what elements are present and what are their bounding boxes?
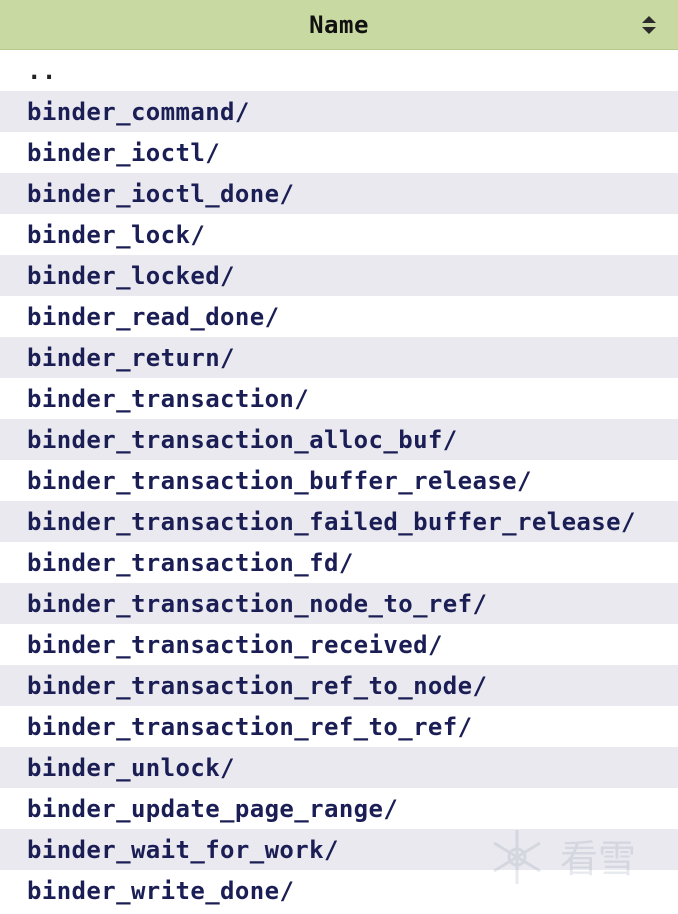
list-item[interactable]: binder_write_done/ — [0, 870, 678, 911]
list-item[interactable]: binder_ioctl/ — [0, 132, 678, 173]
directory-link[interactable]: binder_locked — [27, 261, 221, 290]
list-item-parent[interactable]: .. — [0, 50, 678, 91]
directory-link[interactable]: binder_ioctl — [27, 138, 206, 167]
directory-suffix: / — [294, 384, 309, 413]
directory-link[interactable]: binder_transaction_alloc_buf — [27, 425, 443, 454]
list-item[interactable]: binder_update_page_range/ — [0, 788, 678, 829]
list-item[interactable]: binder_transaction_fd/ — [0, 542, 678, 583]
directory-suffix: / — [472, 671, 487, 700]
directory-link[interactable]: binder_transaction_received — [27, 630, 428, 659]
directory-suffix: / — [279, 179, 294, 208]
list-item[interactable]: binder_ioctl_done/ — [0, 173, 678, 214]
directory-link[interactable]: binder_transaction — [27, 384, 295, 413]
directory-suffix: / — [190, 220, 205, 249]
directory-suffix: / — [338, 548, 354, 577]
directory-link[interactable]: binder_lock — [27, 220, 191, 249]
list-item[interactable]: binder_read_done/ — [0, 296, 678, 337]
name-column-header[interactable]: Name — [0, 0, 678, 50]
directory-suffix: / — [620, 507, 636, 536]
directory-suffix: / — [264, 302, 280, 331]
directory-link[interactable]: binder_return — [27, 343, 221, 372]
directory-link[interactable]: binder_update_page_range — [27, 794, 384, 823]
list-item[interactable]: binder_transaction_ref_to_ref/ — [0, 706, 678, 747]
list-item[interactable]: binder_command/ — [0, 91, 678, 132]
directory-link[interactable]: binder_transaction_ref_to_ref — [27, 712, 458, 741]
directory-link[interactable]: binder_transaction_ref_to_node — [27, 671, 473, 700]
directory-suffix: / — [279, 876, 294, 905]
list-item[interactable]: binder_transaction_ref_to_node/ — [0, 665, 678, 706]
directory-link[interactable]: binder_unlock — [27, 753, 221, 782]
directory-suffix: / — [234, 97, 250, 126]
list-item[interactable]: binder_return/ — [0, 337, 678, 378]
list-item[interactable]: binder_transaction_received/ — [0, 624, 678, 665]
list-item[interactable]: binder_wait_for_work/ — [0, 829, 678, 870]
directory-link[interactable]: binder_transaction_buffer_release — [27, 466, 518, 495]
directory-link[interactable]: binder_write_done — [27, 876, 280, 905]
list-item[interactable]: binder_unlock/ — [0, 747, 678, 788]
name-header-label: Name — [309, 10, 369, 39]
file-list: .. binder_command/binder_ioctl/binder_io… — [0, 50, 678, 911]
list-item[interactable]: binder_transaction_node_to_ref/ — [0, 583, 678, 624]
directory-suffix: / — [442, 425, 458, 454]
directory-suffix: / — [323, 835, 339, 864]
directory-link[interactable]: binder_read_done — [27, 302, 265, 331]
directory-suffix: / — [220, 343, 235, 372]
directory-suffix: / — [220, 753, 235, 782]
directory-suffix: / — [383, 794, 398, 823]
directory-suffix: / — [205, 138, 220, 167]
directory-link[interactable]: binder_ioctl_done — [27, 179, 280, 208]
directory-link[interactable]: binder_command — [27, 97, 235, 126]
directory-suffix: / — [427, 630, 443, 659]
directory-suffix: / — [220, 261, 235, 290]
list-item[interactable]: binder_locked/ — [0, 255, 678, 296]
directory-suffix: / — [457, 712, 473, 741]
list-item[interactable]: binder_transaction/ — [0, 378, 678, 419]
directory-link[interactable]: binder_wait_for_work — [27, 835, 324, 864]
directory-link[interactable]: binder_transaction_fd — [27, 548, 339, 577]
directory-suffix: / — [472, 589, 487, 618]
list-item[interactable]: binder_lock/ — [0, 214, 678, 255]
list-item[interactable]: binder_transaction_alloc_buf/ — [0, 419, 678, 460]
sort-updown-icon[interactable] — [640, 14, 658, 36]
directory-link[interactable]: binder_transaction_node_to_ref — [27, 589, 473, 618]
directory-suffix: / — [517, 466, 532, 495]
list-item[interactable]: binder_transaction_buffer_release/ — [0, 460, 678, 501]
list-item[interactable]: binder_transaction_failed_buffer_release… — [0, 501, 678, 542]
directory-link[interactable]: binder_transaction_failed_buffer_release — [27, 507, 621, 536]
parent-directory-link[interactable]: .. — [27, 56, 57, 85]
